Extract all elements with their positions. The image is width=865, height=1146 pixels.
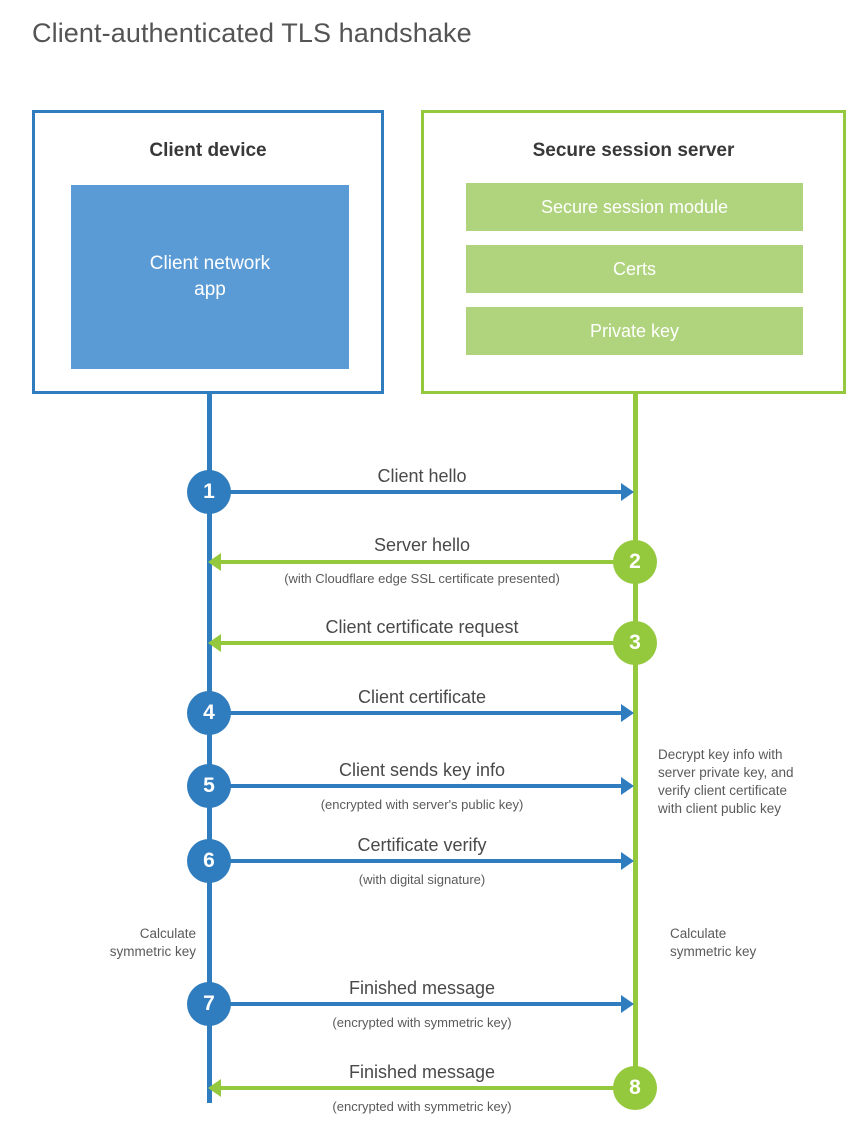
- step-2-label: Server hello: [373, 535, 471, 555]
- step-6-sublabel: (with digital signature): [358, 872, 486, 887]
- step-1-circle: 1: [187, 470, 231, 514]
- step-8-number: 8: [629, 1076, 641, 1099]
- step-3-label: Client certificate request: [325, 617, 519, 637]
- step-5-label: Client sends key info: [338, 760, 506, 780]
- step-3-arrow-line: [221, 641, 633, 645]
- client-device-title: Client device: [149, 140, 267, 161]
- server-calculate-line: Calculate: [670, 926, 727, 941]
- step-4-circle: 4: [187, 691, 231, 735]
- step-1-label: Client hello: [377, 466, 467, 486]
- step-3-circle: 3: [613, 621, 657, 665]
- step-8-arrow-line: [221, 1086, 633, 1090]
- client-calculate-line: Calculate: [139, 926, 196, 941]
- server-component-secure-session-module: Secure session module: [466, 183, 803, 231]
- client-lifeline: [207, 393, 212, 1103]
- step-3-arrow-head: [208, 634, 221, 652]
- server-component-label: Private key: [589, 320, 680, 341]
- step-7-arrow-head: [621, 995, 634, 1013]
- server-calculate-symmetric-key-note: Calculate symmetric key: [670, 925, 840, 961]
- step-2-sublabel: (with Cloudflare edge SSL certificate pr…: [284, 571, 560, 586]
- server-decrypt-line: with client public key: [658, 801, 782, 816]
- server-component-label: Certs: [612, 258, 656, 279]
- step-7-circle: 7: [187, 982, 231, 1026]
- step-5-circle: 5: [187, 764, 231, 808]
- step-2-number: 2: [629, 550, 641, 573]
- server-decrypt-line: server private key, and: [658, 765, 794, 780]
- step-7-sublabel: (encrypted with symmetric key): [332, 1015, 512, 1030]
- step-6-number: 6: [203, 849, 215, 872]
- secure-session-server-box: Secure session server Secure session mod…: [421, 110, 846, 394]
- step-5-number: 5: [203, 774, 215, 797]
- step-3-number: 3: [629, 631, 641, 654]
- step-6-arrow-head: [621, 852, 634, 870]
- server-decrypt-line: Decrypt key info with: [658, 747, 783, 762]
- step-2-arrow-line: [221, 560, 633, 564]
- server-lifeline: [633, 393, 638, 1093]
- step-7-label: Finished message: [348, 978, 496, 998]
- step-7-arrow-line: [228, 1002, 622, 1006]
- server-decrypt-line: verify client certificate: [658, 783, 788, 798]
- step-1-arrow-head: [621, 483, 634, 501]
- server-calculate-line: symmetric key: [670, 944, 757, 959]
- client-calculate-line: symmetric key: [109, 944, 196, 959]
- step-5-sublabel: (encrypted with server's public key): [320, 797, 524, 812]
- step-6-label: Certificate verify: [357, 835, 487, 855]
- secure-session-server-title: Secure session server: [532, 140, 735, 161]
- step-4-arrow-head: [621, 704, 634, 722]
- step-4-number: 4: [203, 701, 215, 724]
- step-8-circle: 8: [613, 1066, 657, 1110]
- step-7-number: 7: [203, 992, 215, 1015]
- step-1-number: 1: [203, 480, 215, 503]
- step-6-arrow-line: [228, 859, 622, 863]
- step-8-sublabel: (encrypted with symmetric key): [332, 1099, 512, 1114]
- step-5-arrow-head: [621, 777, 634, 795]
- step-1-arrow-line: [228, 490, 622, 494]
- server-component-list: Secure session module Certs Private key: [466, 183, 803, 369]
- server-component-private-key: Private key: [466, 307, 803, 355]
- step-4-arrow-line: [228, 711, 622, 715]
- server-component-label: Secure session module: [540, 196, 729, 217]
- server-decrypt-annotation: Decrypt key info with server private key…: [658, 746, 844, 818]
- step-2-arrow-head: [208, 553, 221, 571]
- step-5-arrow-line: [228, 784, 622, 788]
- server-component-certs: Certs: [466, 245, 803, 293]
- client-calculate-symmetric-key-note: Calculate symmetric key: [36, 925, 196, 961]
- step-4-label: Client certificate: [357, 687, 487, 707]
- step-8-arrow-head: [208, 1079, 221, 1097]
- step-6-circle: 6: [187, 839, 231, 883]
- step-2-circle: 2: [613, 540, 657, 584]
- page-title: Client-authenticated TLS handshake: [32, 18, 472, 48]
- step-8-label: Finished message: [348, 1062, 496, 1082]
